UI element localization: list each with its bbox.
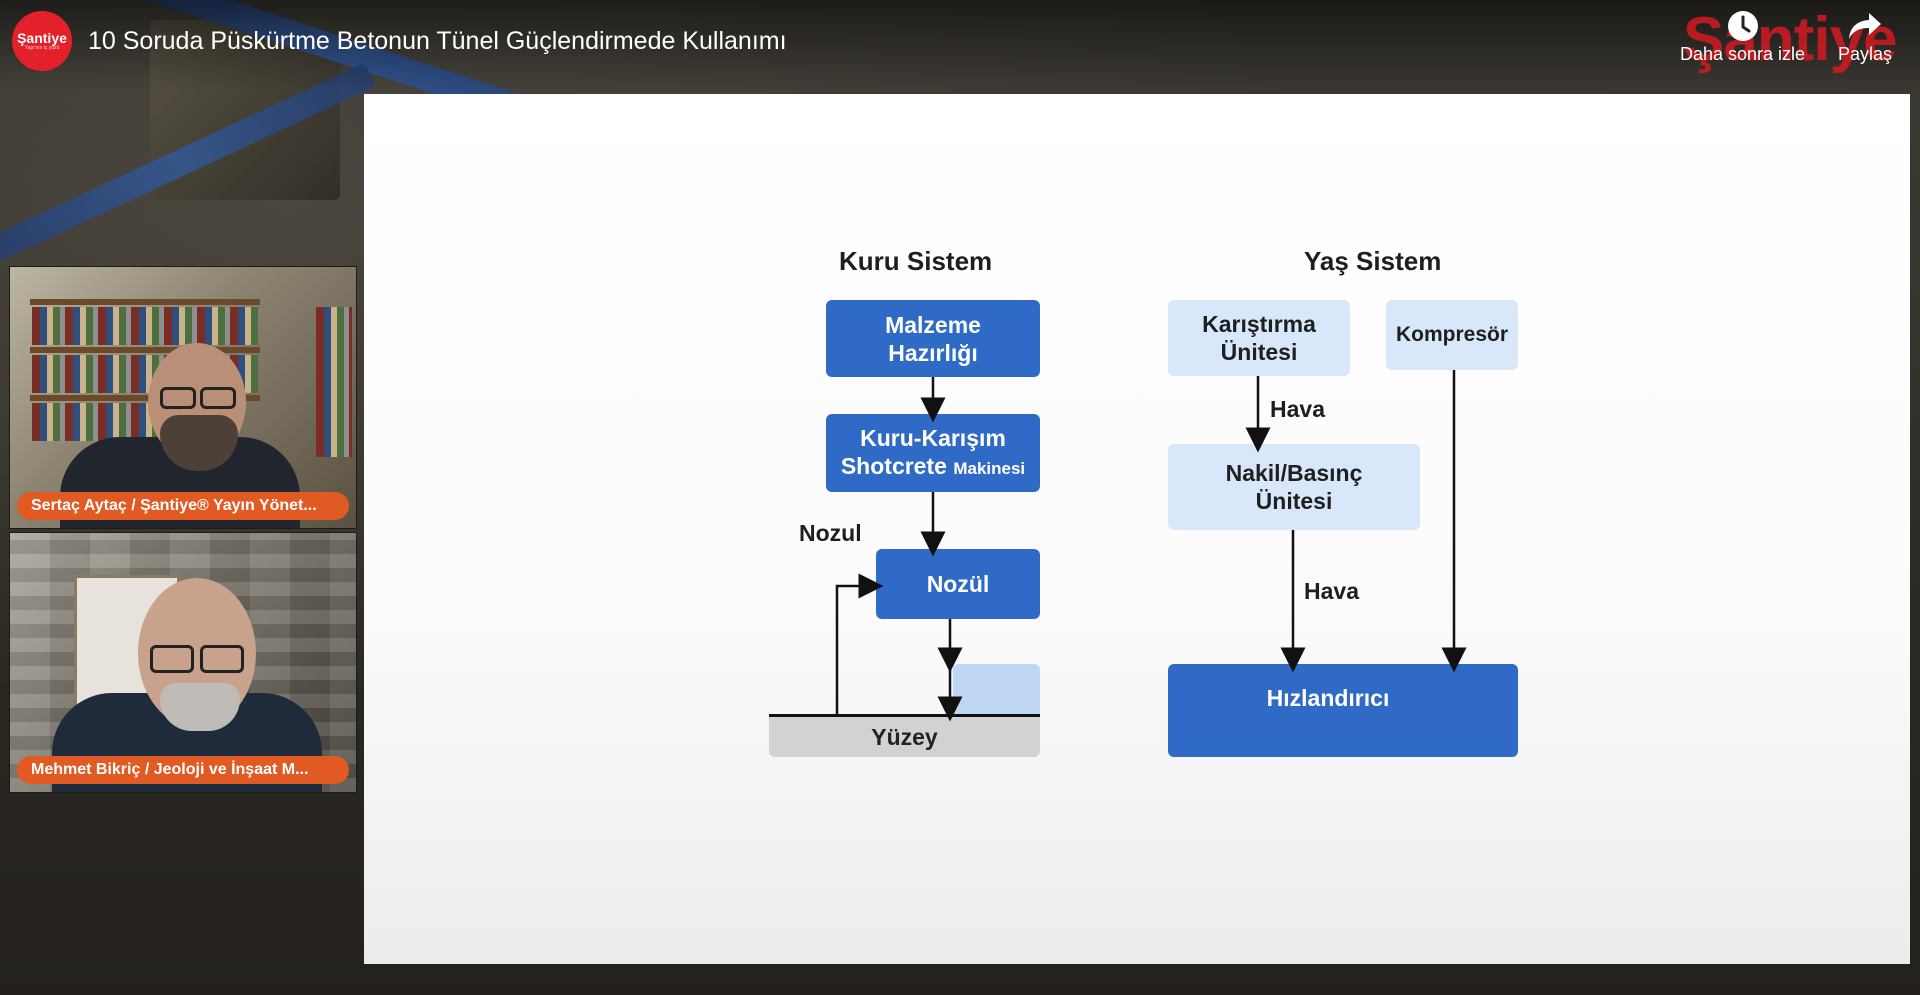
glasses-lens (150, 645, 194, 673)
participant-video-tile: Sertaç Aytaç / Şantiye® Yayın Yönet... (9, 266, 357, 529)
machine-label: Makinesi (953, 458, 1026, 478)
accelerator-box: Hızlandırıcı (1168, 664, 1518, 757)
dry-mix-label: Kuru-Karışım (860, 424, 1006, 451)
dry-system-title: Kuru Sistem (839, 246, 993, 276)
clock-icon (1726, 8, 1760, 44)
accelerator-label: Hızlandırıcı (1266, 685, 1390, 711)
share-label: Paylaş (1838, 44, 1893, 64)
channel-logo-subtext: Yapı'nın iç yüzü (24, 44, 60, 51)
bookshelf (30, 347, 260, 353)
shotcrete-machine-label: Shotcrete Makinesi (841, 452, 1025, 483)
participant-beard (160, 415, 238, 471)
participant-name-label: Sertaç Aytaç / Şantiye® Yayın Yönet... (17, 492, 349, 520)
participant-video-tile: Mehmet Bikriç / Jeoloji ve İnşaat M... (9, 532, 357, 793)
surface-label: Yüzey (871, 723, 938, 750)
channel-logo-text: Şantiye (17, 29, 67, 46)
books (32, 403, 162, 441)
glasses-lens (200, 645, 244, 673)
glasses-lens (160, 387, 196, 409)
nozzle-side-label: Nozul (799, 520, 862, 546)
watch-later-label: Daha sonra izle (1680, 44, 1806, 64)
compressor-box: Kompresör (1386, 300, 1518, 370)
channel-logo[interactable]: Şantiye Yapı'nın iç yüzü (12, 11, 72, 71)
glasses-lens (200, 387, 236, 409)
presentation-slide: Kuru Sistem Malzeme Hazırlığı Kuru-Karış… (364, 94, 1910, 964)
watch-later-button[interactable]: Daha sonra izle (1680, 8, 1805, 65)
compressor-label: Kompresör (1395, 323, 1509, 346)
bookshelf (30, 299, 260, 305)
participant-beard (160, 683, 240, 731)
spray-area (953, 664, 1040, 714)
transport-pressure-unit-label: Nakil/Basınç Ünitesi (1225, 460, 1363, 514)
air-label: Hava (1304, 578, 1359, 604)
material-prep-label: Malzeme Hazırlığı (885, 311, 981, 366)
surface-block: Yüzey (769, 717, 1040, 757)
participant-name-label: Mehmet Bikriç / Jeoloji ve İnşaat M... (17, 756, 349, 784)
video-top-bar (0, 0, 1920, 90)
books (316, 307, 352, 457)
shotcrete-label: Shotcrete (840, 452, 947, 479)
surface-line (769, 714, 1040, 717)
wet-system-title: Yaş Sistem (1304, 246, 1442, 276)
bookshelf (30, 395, 260, 401)
share-arrow-icon (1847, 8, 1883, 44)
mixing-unit-label: Karıştırma Ünitesi (1202, 311, 1316, 365)
material-prep-box: Malzeme Hazırlığı (826, 300, 1040, 377)
share-button[interactable]: Paylaş (1838, 8, 1892, 65)
books (32, 307, 258, 345)
video-title[interactable]: 10 Soruda Püskürtme Betonun Tünel Güçlen… (88, 27, 787, 55)
flow-arrows (835, 370, 1467, 722)
air-label: Hava (1270, 396, 1325, 422)
transport-pressure-unit-box: Nakil/Basınç Ünitesi (1168, 444, 1420, 530)
channel-watermark: Şantiye (1683, 5, 1898, 74)
nozzle-box: Nozül (876, 549, 1040, 619)
dry-mix-machine-box: Kuru-Karışım Shotcrete Makinesi (826, 414, 1040, 492)
nozzle-label: Nozül (926, 571, 990, 597)
mixing-unit-box: Karıştırma Ünitesi (1168, 300, 1350, 376)
